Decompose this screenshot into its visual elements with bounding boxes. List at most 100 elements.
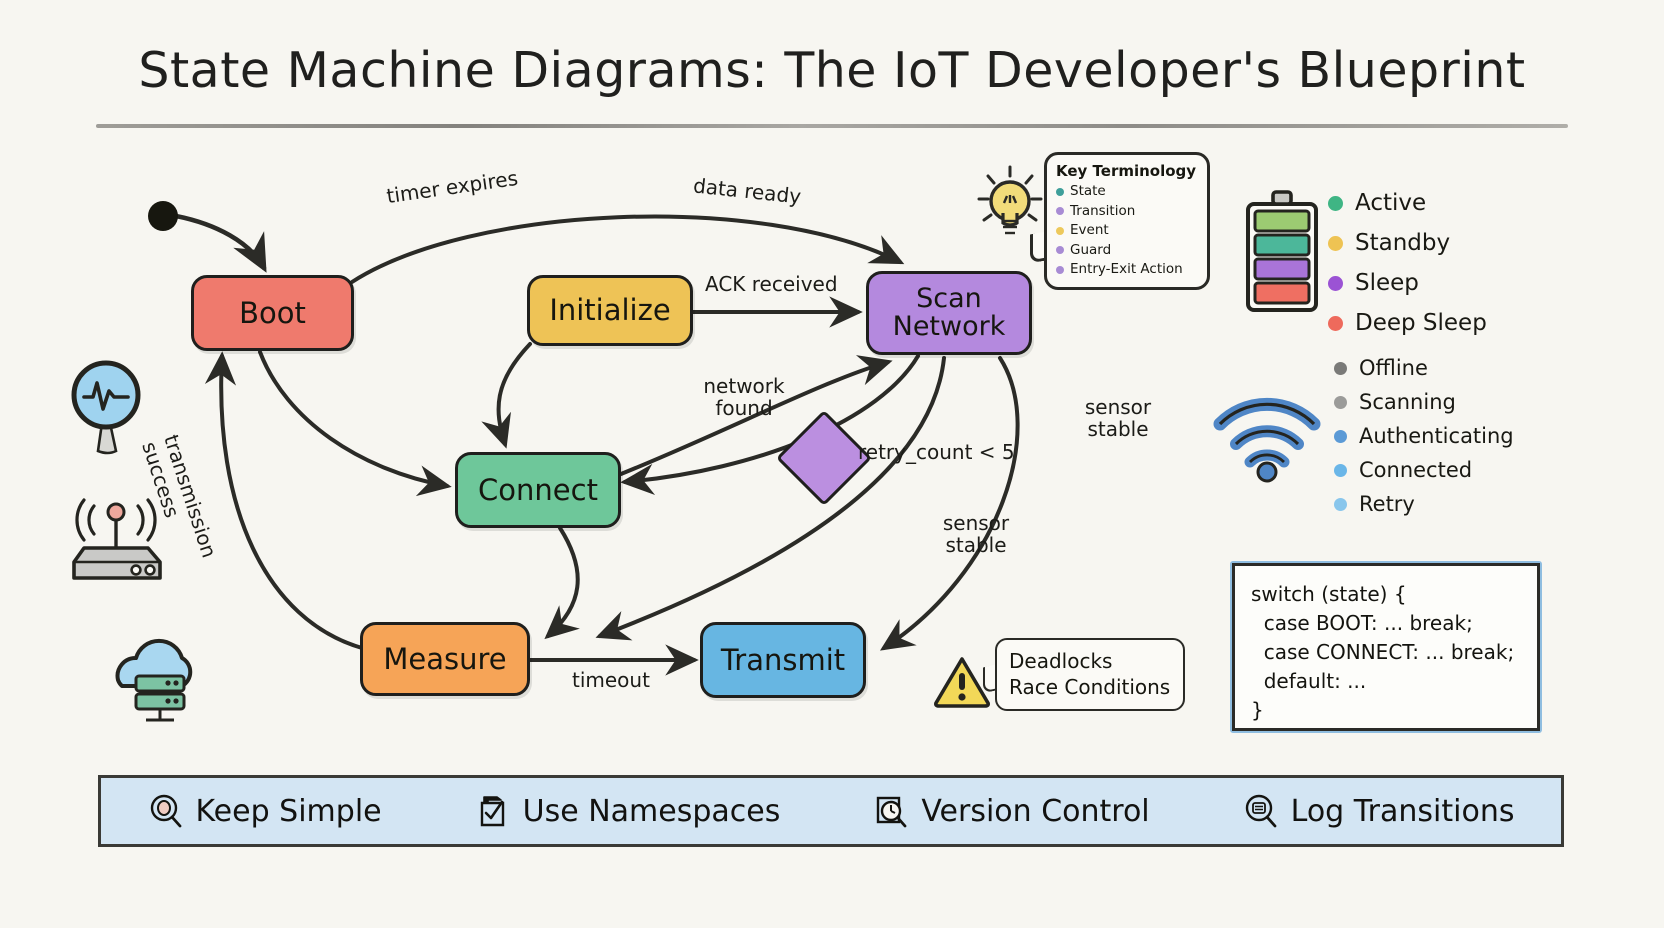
warning-line-2: Race Conditions (1009, 675, 1171, 699)
legend-item-retry: Retry (1334, 494, 1514, 515)
network-found-line-2: found (715, 396, 773, 421)
code-line: } (1251, 698, 1264, 722)
state-label-initialize: Initialize (549, 293, 671, 328)
legend-dot (1328, 276, 1343, 291)
legend-label: Connected (1359, 458, 1473, 482)
legend-label: Retry (1359, 492, 1415, 516)
code-line: case CONNECT: ... break; (1251, 640, 1515, 664)
state-node-connect[interactable]: Connect (455, 452, 621, 528)
document-search-icon (877, 796, 907, 828)
legend-dot (1328, 196, 1343, 211)
lightbulb-icon (977, 165, 1043, 235)
initial-state-dot (148, 201, 178, 231)
state-node-transmit[interactable]: Transmit (700, 622, 866, 698)
page-title: State Machine Diagrams: The IoT Develope… (138, 42, 1526, 99)
footer-label: Use Namespaces (522, 793, 781, 829)
key-term-item-state: State (1056, 182, 1198, 202)
key-term-label: Event (1070, 222, 1109, 239)
state-node-boot[interactable]: Boot (191, 275, 354, 351)
sensor-stable-a-line-2: stable (1087, 417, 1149, 442)
legend-item-standby: Standby (1328, 232, 1487, 255)
bullet-dot (1056, 246, 1064, 255)
warning-callout: Deadlocks Race Conditions (995, 638, 1185, 711)
footer-label: Log Transitions (1290, 793, 1515, 829)
key-term-item-guard: Guard (1056, 241, 1198, 261)
code-line: default: ... (1251, 669, 1367, 693)
legend-label: Standby (1355, 230, 1451, 256)
legend-item-scanning: Scanning (1334, 392, 1514, 413)
battery-icon (1246, 190, 1318, 312)
legend-label: Sleep (1355, 270, 1419, 296)
legend-item-connected: Connected (1334, 460, 1514, 481)
legend-item-deep-sleep: Deep Sleep (1328, 312, 1487, 335)
legend-dot (1334, 430, 1347, 443)
key-term-label: State (1070, 183, 1106, 199)
key-term-item-entry-exit-action: Entry-Exit Action (1056, 260, 1198, 280)
warning-line-1: Deadlocks (1009, 649, 1113, 673)
edge-label-network-found: network found (694, 375, 794, 420)
legend-dot (1334, 396, 1347, 409)
legend-label: Active (1355, 190, 1427, 216)
cloud-server-icon (115, 638, 193, 722)
connection-state-legend: Offline Scanning Authenticating Connecte… (1334, 358, 1514, 528)
code-line: case BOOT: ... break; (1251, 611, 1473, 635)
router-antenna-icon (72, 498, 162, 580)
legend-dot (1328, 316, 1343, 331)
footer-item-keep-simple[interactable]: Keep Simple (148, 793, 382, 829)
key-term-item-event: Event (1056, 221, 1198, 241)
sensor-stable-a-line-1: sensor (1084, 395, 1152, 419)
legend-dot (1334, 464, 1347, 477)
legend-item-active: Active (1328, 192, 1487, 215)
warning-triangle-icon (934, 657, 990, 708)
edge-label-timeout: timeout (572, 668, 650, 692)
legend-item-sleep: Sleep (1328, 272, 1487, 295)
legend-label: Scanning (1359, 390, 1456, 414)
code-line: switch (state) { (1251, 582, 1407, 606)
key-terminology-callout: Key Terminology State Transition Event G… (1044, 152, 1210, 290)
legend-label: Offline (1359, 356, 1428, 380)
key-term-label: Transition (1070, 202, 1136, 219)
legend-dot (1334, 498, 1347, 511)
footer-label: Keep Simple (195, 793, 382, 829)
footer-label: Version Control (921, 793, 1150, 829)
footer-item-log-transitions[interactable]: Log Transitions (1243, 793, 1515, 829)
legend-item-authenticating: Authenticating (1334, 426, 1514, 447)
state-label-connect: Connect (478, 472, 598, 507)
battery-state-legend: Active Standby Sleep Deep Sleep (1328, 192, 1487, 352)
edge-label-sensor-stable-measure: sensor stable (928, 512, 1024, 557)
state-label-measure: Measure (383, 641, 507, 676)
key-term-item-transition: Transition (1056, 202, 1198, 222)
state-node-initialize[interactable]: Initialize (527, 275, 693, 346)
wifi-icon (1213, 397, 1321, 483)
state-node-scan-network[interactable]: Scan Network (866, 271, 1032, 355)
clipboard-check-icon (480, 796, 504, 827)
best-practices-footer: Keep Simple Use Namespaces Version Contr… (98, 775, 1564, 847)
footer-item-version-control[interactable]: Version Control (873, 793, 1150, 829)
legend-label: Deep Sleep (1355, 310, 1487, 336)
bullet-dot (1056, 226, 1064, 235)
log-search-icon (1245, 794, 1277, 828)
state-label-transmit: Transmit (720, 642, 846, 677)
legend-item-offline: Offline (1334, 358, 1514, 379)
edge-label-data-ready: data ready (692, 173, 803, 209)
bullet-dot (1056, 187, 1064, 196)
key-term-label: Entry-Exit Action (1070, 261, 1183, 278)
edge-label-timer-expires: timer expires (384, 165, 520, 209)
sensor-stable-b-line-1: sensor (942, 511, 1010, 535)
sensor-pulse-icon (71, 360, 141, 455)
target-magnifier-icon (150, 794, 181, 828)
edge-label-retry-guard: retry_count < 5 (858, 440, 1015, 464)
edge-label-ack-received: ACK received (705, 272, 838, 296)
legend-dot (1328, 236, 1343, 251)
state-node-measure[interactable]: Measure (360, 622, 530, 696)
legend-label: Authenticating (1359, 424, 1514, 448)
footer-item-use-namespaces[interactable]: Use Namespaces (475, 793, 781, 829)
bullet-dot (1056, 207, 1064, 216)
key-terminology-title: Key Terminology (1056, 162, 1197, 180)
title-underline (96, 124, 1568, 128)
network-found-line-1: network (703, 374, 785, 398)
legend-dot (1334, 362, 1347, 375)
state-label-boot: Boot (239, 295, 306, 330)
key-term-label: Guard (1070, 241, 1112, 258)
